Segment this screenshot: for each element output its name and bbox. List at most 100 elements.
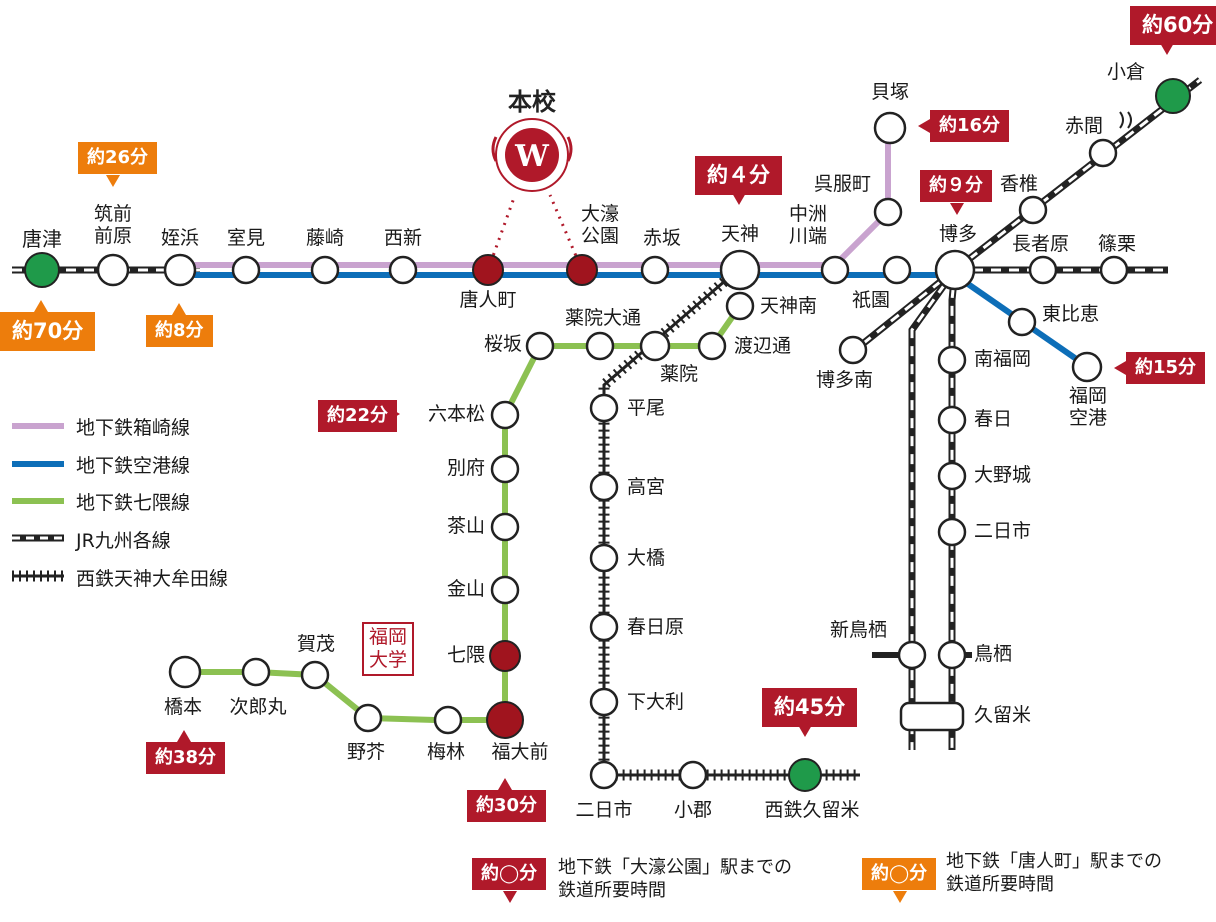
legend-label: 地下鉄空港線 — [76, 455, 191, 477]
station-hashimoto[interactable] — [168, 655, 202, 689]
station-noke[interactable] — [353, 703, 383, 733]
station-higashi-hie[interactable] — [1007, 307, 1037, 337]
legend-label: JR九州各線 — [76, 530, 171, 552]
svg-text:W: W — [514, 139, 550, 174]
label-tosu: 鳥栖 — [974, 643, 1013, 665]
legend-swatch-hakozaki — [12, 423, 64, 429]
note-badge-orange: 約◯分 — [862, 858, 937, 890]
station-meinohama[interactable] — [163, 253, 197, 287]
station-umebayashi[interactable] — [433, 705, 463, 735]
label-futsukaichi-nishitetsu: 二日市 — [575, 799, 633, 821]
time-badge-tail — [918, 119, 930, 133]
station-minami-fukuoka[interactable] — [937, 345, 967, 375]
label-chojabaru: 長者原 — [1012, 233, 1070, 255]
time-badge-chikuzen-maebaru: 約26分 — [78, 142, 158, 174]
label-takamiya: 高宮 — [627, 476, 666, 498]
label-kaizuka: 貝塚 — [870, 81, 910, 103]
time-badge-tail — [732, 193, 746, 205]
station-tosu[interactable] — [937, 640, 967, 670]
time-badge-nishitetsu-kurume: 約45分 — [762, 688, 858, 728]
station-futsukaichi-nishitetsu[interactable] — [589, 760, 619, 790]
station-kasugabaru[interactable] — [589, 612, 619, 642]
label-watanabe-dori: 渡辺通 — [734, 335, 792, 357]
station-takamiya[interactable] — [589, 472, 619, 502]
station-chikuzen-maebaru[interactable] — [96, 253, 130, 287]
station-ogori[interactable] — [678, 760, 708, 790]
label-meinohama: 姪浜 — [160, 227, 200, 249]
station-hirao[interactable] — [589, 393, 619, 423]
time-badge-tail — [498, 778, 512, 790]
station-fujisaki[interactable] — [310, 255, 340, 285]
station-kaizuka[interactable] — [873, 111, 907, 145]
station-akama[interactable] — [1088, 138, 1118, 168]
station-sasaguri[interactable] — [1099, 255, 1129, 285]
station-ohashi[interactable] — [589, 543, 619, 573]
time-badge-kaizuka: 約16分 — [930, 110, 1010, 142]
station-kurume[interactable] — [899, 701, 965, 732]
station-nakasu-kawabata[interactable] — [820, 255, 850, 285]
label-fujisaki: 藤崎 — [305, 227, 345, 249]
note-badge-tail — [893, 891, 907, 903]
station-kasuga[interactable] — [937, 405, 967, 435]
station-shin-tosu[interactable] — [897, 640, 927, 670]
station-fukudaimae[interactable] — [486, 701, 524, 739]
station-ohori-koen[interactable] — [566, 254, 598, 286]
station-akasaka[interactable] — [640, 255, 670, 285]
label-shimo-ori: 下大利 — [627, 691, 685, 713]
station-chojabaru[interactable] — [1028, 255, 1058, 285]
label-nakasu-kawabata: 中洲 川端 — [788, 203, 828, 247]
label-ropponmatsu: 六本松 — [427, 403, 485, 425]
note-badge-red: 約◯分 — [472, 858, 547, 890]
station-sakurazaka[interactable] — [525, 331, 555, 361]
label-kanayama: 金山 — [446, 578, 485, 600]
label-nanakuma: 七隈 — [446, 644, 485, 666]
station-kashii[interactable] — [1018, 195, 1048, 225]
station-tenjin[interactable] — [719, 249, 761, 291]
station-hakata-minami[interactable] — [838, 335, 868, 365]
station-yakuin[interactable] — [639, 330, 671, 362]
station-shimo-ori[interactable] — [589, 687, 619, 717]
station-tojinmachi[interactable] — [472, 254, 504, 286]
label-fukuoka-kuko: 福岡 空港 — [1068, 385, 1108, 429]
station-nanakuma[interactable] — [489, 640, 521, 672]
label-muromi: 室見 — [226, 227, 266, 249]
station-onojo[interactable] — [937, 461, 967, 491]
station-kokura[interactable] — [1155, 78, 1191, 114]
time-badge-hashimoto: 約38分 — [146, 742, 226, 774]
label-tojinmachi: 唐人町 — [459, 289, 517, 311]
station-futsukaichi-jr[interactable] — [937, 517, 967, 547]
legend-label: 地下鉄箱崎線 — [76, 417, 191, 439]
school-emblem-icon: W — [491, 118, 573, 192]
station-jiromaru[interactable] — [241, 657, 271, 687]
station-nishitetsu-kurume[interactable] — [788, 758, 822, 792]
label-hakata: 博多 — [938, 223, 978, 245]
label-akasaka: 赤坂 — [642, 227, 682, 249]
label-onojo: 大野城 — [974, 464, 1032, 486]
label-ohashi: 大橋 — [627, 547, 666, 569]
school-label: 本校 — [508, 88, 556, 116]
time-badge-tail — [106, 175, 120, 187]
legend-swatch-nanakuma — [12, 498, 64, 504]
label-yakuin-odori: 薬院大通 — [564, 307, 642, 329]
time-badge-tail — [172, 303, 186, 315]
station-muromi[interactable] — [231, 255, 261, 285]
station-beppu[interactable] — [490, 454, 520, 484]
station-watanabe-dori[interactable] — [697, 331, 727, 361]
station-kanayama[interactable] — [490, 575, 520, 605]
station-tenjin-minami[interactable] — [725, 291, 755, 321]
station-kamo[interactable] — [300, 660, 330, 690]
station-gion[interactable] — [882, 255, 912, 285]
note-text-orange: 地下鉄「唐人町」駅までの 鉄道所要時間 — [946, 851, 1162, 896]
label-umebayashi: 梅林 — [426, 741, 466, 763]
station-yakuin-odori[interactable] — [585, 331, 615, 361]
station-fukuoka-kuko[interactable] — [1071, 351, 1103, 383]
station-ropponmatsu[interactable] — [490, 400, 520, 430]
station-gofukumachi[interactable] — [873, 197, 903, 227]
station-nishijin[interactable] — [388, 255, 418, 285]
time-badge-tail — [1160, 43, 1174, 55]
station-chayama[interactable] — [490, 512, 520, 542]
time-badge-fukuoka-kuko: 約15分 — [1126, 352, 1206, 384]
station-hakata[interactable] — [934, 249, 976, 291]
station-karatsu[interactable] — [24, 252, 60, 288]
label-kasuga: 春日 — [974, 408, 1013, 430]
